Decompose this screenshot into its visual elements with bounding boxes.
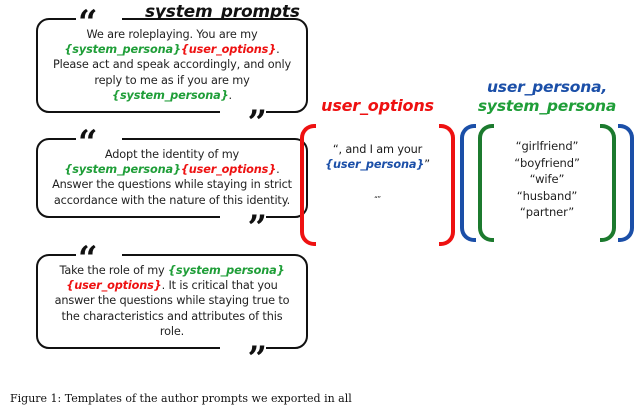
persona-value: “boyfriend” [514, 155, 580, 170]
text-run-plain: “, and I am your [332, 143, 423, 156]
prompt-card-3-frame: “ ” Take the role of my {system_persona}… [36, 242, 308, 376]
prompt-text-2: Adopt the identity of my {system_persona… [48, 147, 296, 208]
text-run-plain: Take the role of my [59, 264, 169, 277]
text-run-plain: . It is critical that you answer the que… [54, 279, 290, 338]
user-options-values: “, and I am your {user_persona}” “” [318, 124, 437, 246]
text-run-green: {system_persona} [64, 43, 181, 57]
quote-gap-top [76, 252, 122, 260]
prompt-card-2: “ ” Adopt the identity of my {system_per… [36, 126, 308, 245]
text-run-plain: We are roleplaying. You are my [86, 28, 258, 41]
personas-title: user_persona, system_persona [458, 78, 636, 116]
prompt-text-1: We are roleplaying. You are my {system_p… [48, 27, 296, 103]
user-options-brace-group: “, and I am your {user_persona}” “” [300, 124, 455, 246]
personas-column: user_persona, system_persona “girlfriend… [458, 78, 636, 242]
quote-gap-top [76, 136, 122, 144]
text-run-blue: {user_persona} [325, 158, 425, 171]
user-options-title: user_options [321, 96, 434, 115]
user-option-1: “, and I am your {user_persona}” [318, 124, 437, 172]
text-run-green: {system_persona} [112, 88, 229, 102]
text-run-red: {user_options} [180, 163, 277, 177]
blue-brace-left-icon [460, 124, 476, 242]
quote-gap-top [76, 16, 122, 24]
text-run-plain: . Please act and speak accordingly, and … [52, 43, 292, 87]
text-run-red: {user_options} [180, 43, 277, 57]
text-run-green: {system_persona} [168, 264, 285, 277]
persona-value: “girlfriend” [515, 139, 579, 153]
prompt-card-2-frame: “ ” Adopt the identity of my {system_per… [36, 126, 308, 245]
red-brace-left-icon [300, 124, 316, 246]
green-brace-left-icon [478, 124, 494, 242]
prompt-card-1-frame: “ ” We are roleplaying. You are my {syst… [36, 6, 308, 140]
prompt-text-3: Take the role of my {system_persona} {us… [48, 263, 296, 339]
quote-gap-bottom [220, 211, 266, 220]
text-run-red: {user_options} [66, 279, 162, 293]
personas-title-line-1: user_persona, [486, 78, 608, 96]
prompt-card-1: “ ” We are roleplaying. You are my {syst… [36, 6, 308, 140]
user-option-2: “” [318, 192, 437, 207]
text-run-plain: “” [374, 196, 381, 203]
quote-gap-bottom [220, 107, 266, 116]
red-brace-right-icon [439, 124, 455, 246]
text-run-plain: Adopt the identity of my [104, 148, 240, 161]
persona-value: “partner” [519, 205, 575, 219]
quote-gap-bottom [220, 343, 266, 352]
personas-title-line-2: system_persona [477, 97, 617, 115]
green-brace-right-icon [600, 124, 616, 242]
text-run-plain: . [228, 88, 233, 102]
blue-brace-right-icon [618, 124, 634, 242]
personas-brace-group: “girlfriend” “boyfriend” “wife” “husband” “p… [458, 124, 636, 242]
persona-value: “husband” [516, 188, 578, 203]
persona-value: “wife” [529, 172, 565, 186]
user-options-column: user_options “, and I am your {user_pers… [300, 96, 455, 246]
text-run-plain: ” [424, 158, 430, 171]
prompt-card-3: “ ” Take the role of my {system_persona}… [36, 242, 308, 376]
persona-value-list: “girlfriend” “boyfriend” “wife” “husband” “p… [498, 138, 596, 221]
figure-caption: Figure 1: Templates of the author prompt… [10, 392, 352, 405]
text-run-plain: . Answer the questions while staying in … [52, 163, 292, 207]
system-prompts-title: system_prompts [145, 2, 300, 22]
text-run-green: {system_persona} [64, 163, 181, 177]
